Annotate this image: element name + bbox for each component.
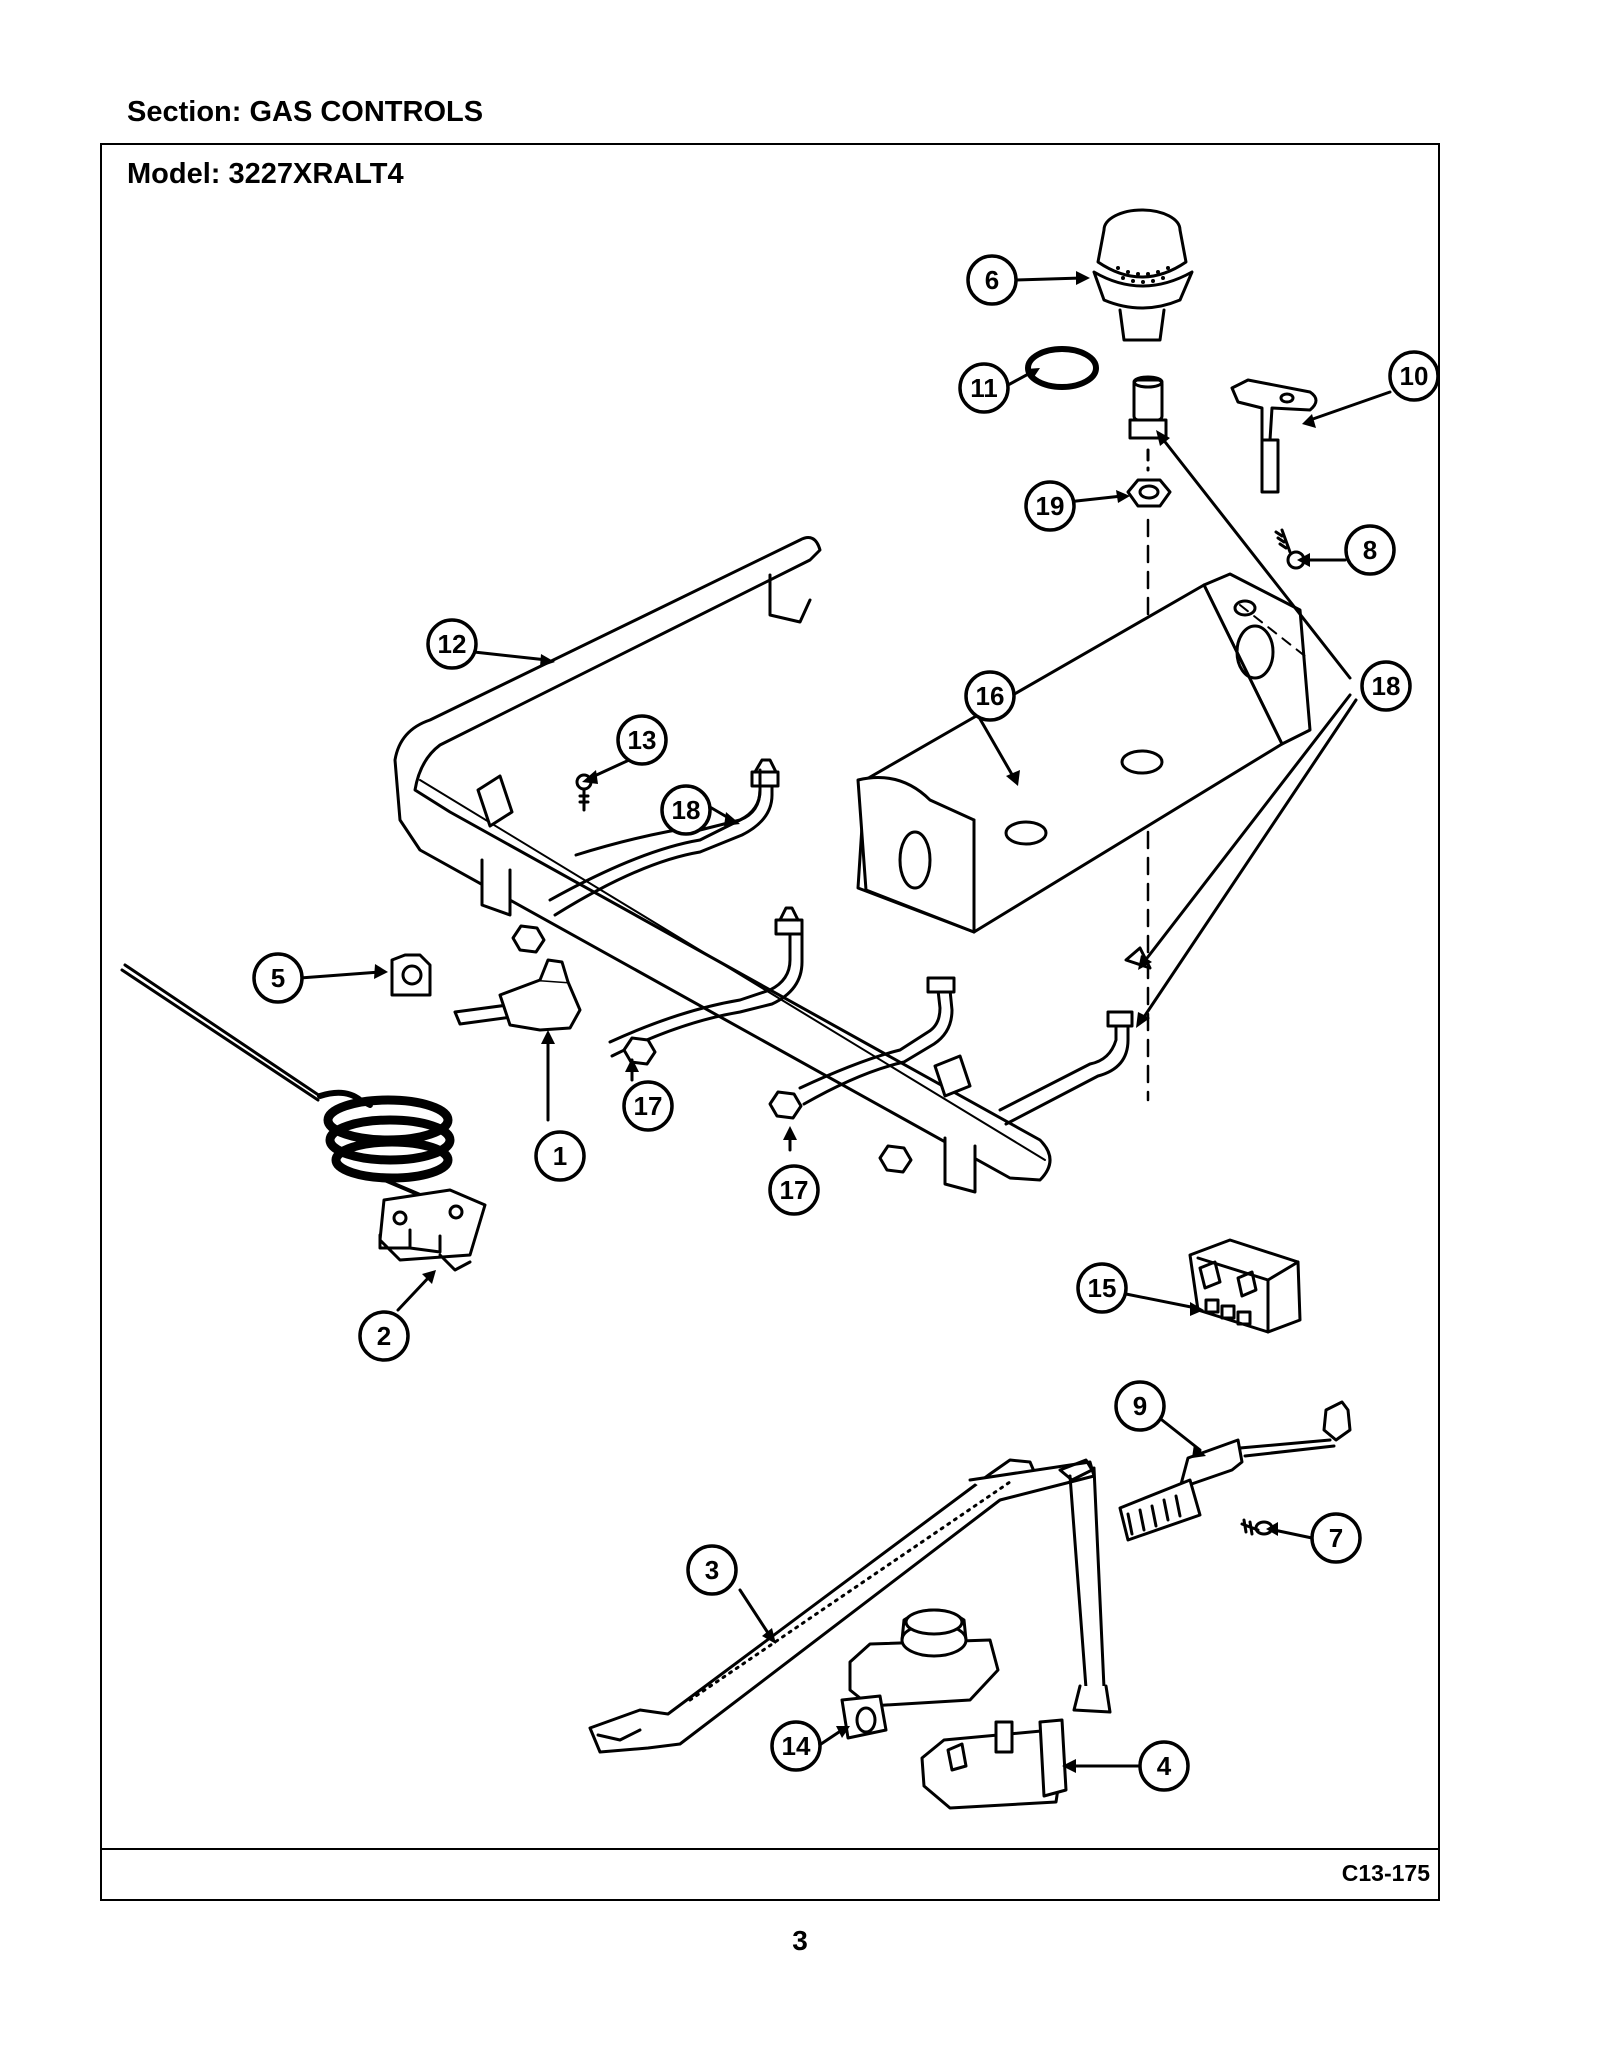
page-number: 3: [792, 1925, 808, 1956]
svg-text:17: 17: [634, 1091, 663, 1121]
svg-text:6: 6: [985, 265, 999, 295]
callout-16: 16: [964, 670, 1016, 722]
model-title: Model: 3227XRALT4: [127, 158, 404, 190]
callout-11: 11: [958, 362, 1010, 414]
callout-4: 4: [1138, 1740, 1190, 1792]
callout-9: 9: [1114, 1380, 1166, 1432]
burner-tubes-part: [548, 758, 1152, 1126]
valve-bracket-part: [390, 953, 432, 997]
safety-valve-part: [920, 1718, 1068, 1810]
manifold-pipe-part: [393, 536, 1052, 1194]
svg-text:13: 13: [628, 725, 657, 755]
electrode-bracket-part: [1230, 378, 1318, 494]
svg-text:18: 18: [1372, 671, 1401, 701]
callout-17-left: 17: [622, 1080, 674, 1132]
svg-text:12: 12: [438, 629, 467, 659]
svg-text:19: 19: [1036, 491, 1065, 521]
knob-part: [453, 958, 582, 1032]
screw-7-part: [1240, 1518, 1274, 1536]
callout-6: 6: [966, 254, 1018, 306]
svg-text:14: 14: [782, 1731, 811, 1761]
svg-text:2: 2: [377, 1321, 391, 1351]
svg-text:5: 5: [271, 963, 285, 993]
callout-15: 15: [1076, 1262, 1128, 1314]
svg-text:17: 17: [780, 1175, 809, 1205]
orifice-holder-part: [1128, 375, 1168, 472]
svg-text:7: 7: [1329, 1523, 1343, 1553]
hex-nut-part: [1126, 478, 1172, 508]
svg-text:11: 11: [970, 373, 998, 403]
leader-arrows: [298, 271, 1392, 1773]
callout-5: 5: [252, 952, 304, 1004]
callout-1: 1: [534, 1130, 586, 1182]
callout-3: 3: [686, 1544, 738, 1596]
callout-18-right: 18: [1360, 660, 1412, 712]
svg-text:16: 16: [976, 681, 1005, 711]
callout-14: 14: [770, 1720, 822, 1772]
flame-spreader-part: [588, 1458, 1112, 1754]
section-title: Section: GAS CONTROLS: [127, 96, 484, 128]
callout-labels: 6 11 10 19 8 18 16 12 13 18 5 17 1 17 15…: [252, 254, 1440, 1792]
svg-text:9: 9: [1133, 1391, 1147, 1421]
thermostat-part: [120, 963, 487, 1272]
callout-19: 19: [1024, 480, 1076, 532]
diagram-frame: [100, 143, 1440, 1901]
regulator-part: [840, 1608, 1000, 1740]
screw-part: [1274, 528, 1306, 570]
svg-text:3: 3: [705, 1555, 719, 1585]
burner-cap-part: [1092, 208, 1194, 342]
o-ring-part: [1025, 346, 1099, 390]
burner-bracket-part: [856, 572, 1312, 934]
callout-10: 10: [1388, 350, 1440, 402]
diagram-code: C13-175: [1341, 1860, 1430, 1886]
callout-18-left: 18: [660, 784, 712, 836]
callout-12: 12: [426, 618, 478, 670]
hex-nut-17-part: [511, 924, 913, 1174]
callout-13: 13: [616, 714, 668, 766]
callout-7: 7: [1310, 1512, 1362, 1564]
igniter-part: [1118, 1400, 1352, 1542]
footer-divider: [100, 1848, 1440, 1850]
callout-2: 2: [358, 1310, 410, 1362]
svg-text:1: 1: [553, 1141, 567, 1171]
svg-text:15: 15: [1088, 1273, 1117, 1303]
callout-8: 8: [1344, 524, 1396, 576]
svg-text:4: 4: [1157, 1751, 1172, 1781]
svg-text:18: 18: [672, 795, 701, 825]
svg-text:8: 8: [1363, 535, 1377, 565]
spark-module-part: [1188, 1238, 1302, 1334]
svg-text:10: 10: [1400, 361, 1429, 391]
callout-17-right: 17: [768, 1164, 820, 1216]
